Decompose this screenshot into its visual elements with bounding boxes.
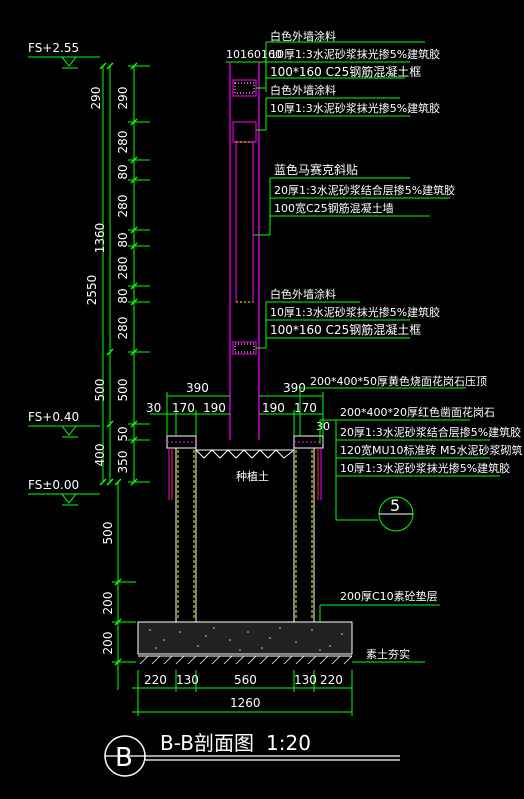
dim-label: 280 <box>116 317 130 340</box>
horizontal-dims-lower <box>132 670 353 716</box>
detail-reference: 5 <box>378 496 414 532</box>
elevation-label-mid: FS+0.40 <box>28 410 79 424</box>
dim-label: 280 <box>116 257 130 280</box>
dim-label: 190 <box>262 401 285 415</box>
note-wall-b: 20厚1:3水泥砂浆结合层掺5%建筑胶 <box>274 183 455 197</box>
dim-label: 30 <box>146 401 161 415</box>
top-dim-label: 10160160 <box>226 48 282 61</box>
dim-label: 400 <box>93 444 107 467</box>
dim-label: 130 <box>294 673 317 687</box>
dim-label: 1360 <box>93 223 107 254</box>
dim-label: 170 <box>172 401 195 415</box>
ground-hatch <box>139 655 353 665</box>
title-text: B-B剖面图 <box>160 731 254 755</box>
dim-label-total: 2550 <box>85 275 99 306</box>
planter-leaders <box>299 387 500 663</box>
dim-label: 200 <box>101 592 115 615</box>
column-leaders <box>253 41 450 349</box>
note-top2-b: 10厚1:3水泥砂浆抹光掺5%建筑胶 <box>270 101 440 115</box>
dim-label: 130 <box>176 673 199 687</box>
elevation-label-base: FS±0.00 <box>28 478 79 492</box>
note-side-c: 120宽MU10标准砖 M5水泥砂浆砌筑 <box>340 443 523 457</box>
elevation-label-top: FS+2.55 <box>28 41 79 55</box>
dim-label: 280 <box>116 195 130 218</box>
horizontal-dims-upper <box>150 392 324 436</box>
title-scale: 1:20 <box>266 731 311 755</box>
note-wall-a: 蓝色马赛克斜贴 <box>274 162 358 177</box>
note-bot1-c: 100*160 C25钢筋混凝土框 <box>270 322 421 337</box>
title-letter: B <box>115 743 133 773</box>
dim-label: 350 <box>116 451 130 474</box>
slab-speckle <box>149 627 343 651</box>
dim-label: 200 <box>101 632 115 655</box>
elevation-mark-mid: FS+0.40 <box>28 410 100 438</box>
planter: 种植土 <box>137 435 353 665</box>
dim-label: 220 <box>144 673 167 687</box>
dim-label: 190 <box>203 401 226 415</box>
note-bot1-a: 白色外墙涂料 <box>270 287 336 301</box>
dim-label: 80 <box>116 288 130 303</box>
vertical-dimension-labels: 290 290 280 80 280 80 280 80 280 500 50 … <box>85 87 130 655</box>
note-cap: 200*400*50厚黄色烧面花岗石压顶 <box>310 374 487 388</box>
dim-label: 500 <box>101 522 115 545</box>
elevation-triangle-icon <box>60 493 78 504</box>
elevation-mark-top: FS+2.55 <box>28 41 100 69</box>
vertical-dimension-lines <box>99 62 150 690</box>
note-side-a: 200*400*20厚红色凿面花岗石 <box>340 405 495 419</box>
dim-label: 170 <box>294 401 317 415</box>
dim-label: 560 <box>234 673 257 687</box>
horizontal-dim-labels-upper: 390 390 30 170 190 190 170 30 <box>146 381 330 433</box>
soil-label: 种植土 <box>236 469 269 483</box>
note-top1-a: 白色外墙涂料 <box>270 29 336 43</box>
dim-label: 290 <box>89 87 103 110</box>
dim-label: 280 <box>116 131 130 154</box>
elevation-triangle-icon <box>60 425 78 436</box>
dim-label: 80 <box>116 164 130 179</box>
elevation-triangle-icon <box>60 56 78 67</box>
note-base-layer: 200厚C10素砼垫层 <box>340 589 438 603</box>
column <box>229 62 260 440</box>
dim-label: 500 <box>116 379 130 402</box>
drawing-title: B B-B剖面图 1:20 <box>104 731 400 777</box>
elevation-mark-base: FS±0.00 <box>28 478 100 506</box>
dim-label: 390 <box>186 381 209 395</box>
dim-label: 80 <box>116 232 130 247</box>
dim-label-total: 1260 <box>230 696 261 710</box>
dim-label: 220 <box>320 673 343 687</box>
note-wall-c: 100宽C25钢筋混凝土墙 <box>274 201 394 215</box>
note-ground: 素土夯实 <box>366 647 410 661</box>
note-side-d: 10厚1:3水泥砂浆抹光掺5%建筑胶 <box>340 461 510 475</box>
horizontal-dim-labels-lower: 220 130 560 130 220 1260 <box>144 673 343 710</box>
note-top1-c: 100*160 C25钢筋混凝土框 <box>270 64 421 79</box>
dim-label: 50 <box>116 426 130 441</box>
detail-ref-number: 5 <box>390 496 400 515</box>
dim-label: 500 <box>93 379 107 402</box>
note-top1-b: 10厚1:3水泥砂浆抹光掺5%建筑胶 <box>270 47 440 61</box>
dim-label: 30 <box>316 420 330 433</box>
note-bot1-b: 10厚1:3水泥砂浆抹光掺5%建筑胶 <box>270 305 440 319</box>
note-side-b: 20厚1:3水泥砂浆结合层掺5%建筑胶 <box>340 425 521 439</box>
note-top2-a: 白色外墙涂料 <box>270 83 336 97</box>
annotation-texts: 白色外墙涂料 10厚1:3水泥砂浆抹光掺5%建筑胶 100*160 C25钢筋混… <box>270 29 523 661</box>
dim-label: 290 <box>116 87 130 110</box>
